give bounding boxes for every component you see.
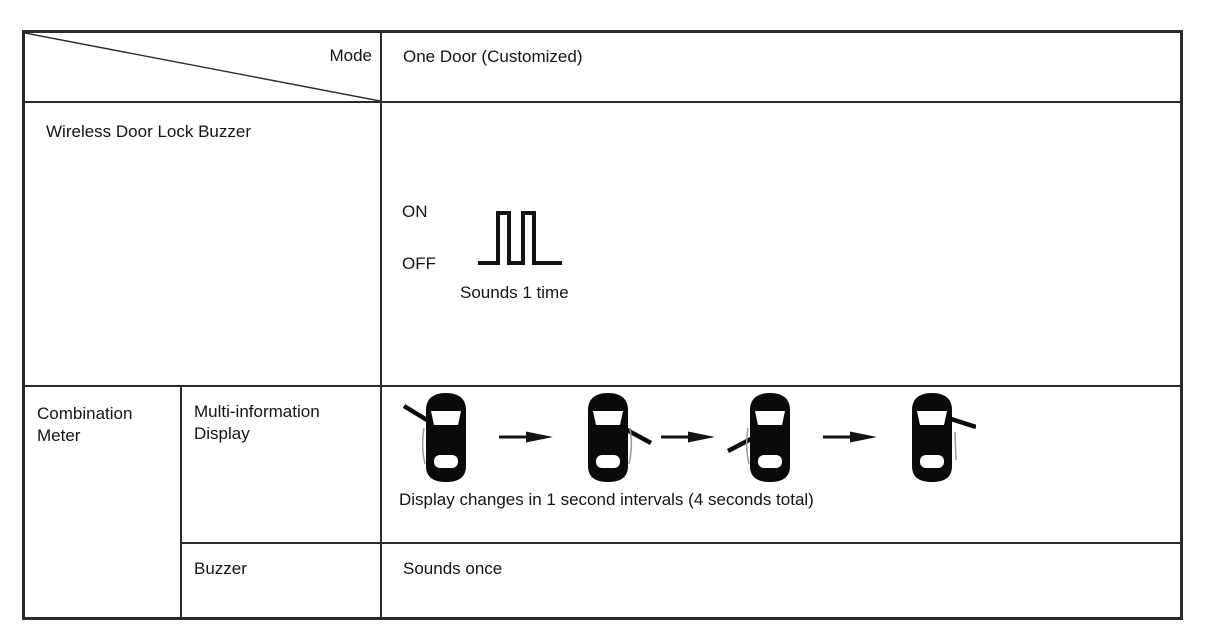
door-lock-mode-table: Mode One Door (Customized) Wireless Door… <box>22 30 1183 620</box>
car-front-right-door-open-icon <box>912 393 976 482</box>
waveform-caption: Sounds 1 time <box>460 283 569 302</box>
car-front-right-door-open-icon <box>588 393 652 482</box>
combination-meter-label: Combination Meter <box>37 404 133 445</box>
waveform-off-label: OFF <box>402 254 436 273</box>
multi-information-display-label-cell: Multi-information Display <box>182 387 382 544</box>
car-front-left-door-open-icon <box>402 393 466 482</box>
diagonal-divider-line <box>25 33 380 101</box>
buzzer-value-text: Sounds once <box>403 559 503 578</box>
buzzer-waveform-cell: ON OFF Sounds 1 time <box>382 103 1180 387</box>
arrow-right-icon <box>499 431 553 443</box>
table-corner-cell: Mode <box>25 33 382 103</box>
car-sequence-row <box>402 390 976 484</box>
mode-value-text: One Door (Customized) <box>403 47 583 66</box>
corner-mode-label: Mode <box>329 46 372 65</box>
waveform-on-label: ON <box>402 202 428 221</box>
wireless-buzzer-label: Wireless Door Lock Buzzer <box>46 122 252 141</box>
arrow-right-icon <box>823 431 877 443</box>
buzzer-label-cell: Buzzer <box>182 544 382 617</box>
wireless-buzzer-label-cell: Wireless Door Lock Buzzer <box>25 103 382 387</box>
arrow-right-icon <box>661 431 715 443</box>
door-display-sequence-cell: Display changes in 1 second intervals (4… <box>382 387 1180 544</box>
mode-value-cell: One Door (Customized) <box>382 33 1180 103</box>
buzzer-pulse-waveform-icon <box>478 211 562 265</box>
multi-information-display-label: Multi-information Display <box>194 402 320 443</box>
car-rear-left-door-open-icon <box>726 393 790 482</box>
buzzer-label: Buzzer <box>194 559 247 578</box>
buzzer-waveform-diagram: ON OFF Sounds 1 time <box>382 201 1180 331</box>
combination-meter-label-cell: Combination Meter <box>25 387 182 617</box>
car-sequence-caption: Display changes in 1 second intervals (4… <box>399 490 814 509</box>
buzzer-value-cell: Sounds once <box>382 544 1180 617</box>
